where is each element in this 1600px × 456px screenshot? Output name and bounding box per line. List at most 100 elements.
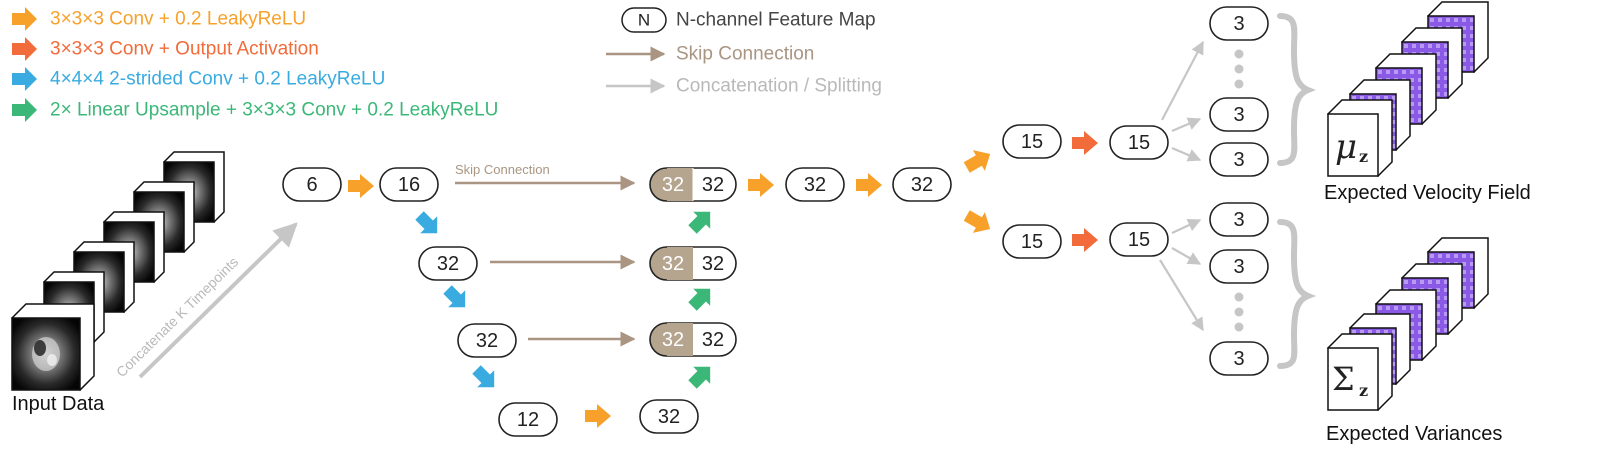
split-arrow — [1171, 219, 1202, 234]
legend-item-feature-map: N N-channel Feature Map — [621, 7, 876, 33]
orange-arrow-icon — [12, 7, 37, 31]
velocity-cube-stack: μ z — [1326, 1, 1489, 178]
legend-conv-output-label: 3×3×3 Conv + Output Activation — [50, 39, 319, 60]
legend-item-concat: Concatenation / Splitting — [606, 76, 882, 97]
node-channels: 15 — [1128, 229, 1150, 251]
feature-map-node: 32 — [785, 167, 845, 202]
legend-item-upsample: 2× Linear Upsample + 3×3×3 Conv + 0.2 Le… — [12, 98, 498, 122]
orange-arrow-icon — [748, 173, 774, 197]
feature-map-node: 15 — [1109, 125, 1169, 160]
node-channels: 12 — [517, 409, 539, 431]
node-channels: 32 — [804, 174, 826, 196]
skip-connection-label: Skip Connection — [455, 162, 550, 177]
split-arrow — [1171, 117, 1202, 133]
red-orange-arrow-icon — [1072, 228, 1098, 252]
orange-arrow-icon — [856, 173, 882, 197]
node-channels: 32 — [437, 253, 459, 275]
orange-arrow-icon — [348, 174, 374, 198]
curly-brace-icon — [1277, 13, 1317, 166]
variance-cube-stack: Σ z — [1326, 237, 1489, 412]
node-channels: 32 — [702, 174, 724, 196]
legend-skip-label: Skip Connection — [676, 44, 814, 65]
node-channels: 32 — [911, 174, 933, 196]
blue-arrow-icon — [415, 211, 438, 234]
green-arrow-icon — [12, 98, 37, 122]
node-channels: 6 — [306, 174, 317, 196]
input-data-label: Input Data — [12, 393, 105, 415]
legend-concat-label: Concatenation / Splitting — [676, 76, 882, 97]
feature-map-node: 32 — [457, 323, 517, 358]
orange-arrow-icon — [963, 210, 991, 233]
split-arrow — [1171, 247, 1202, 265]
split-arrow — [1171, 146, 1202, 162]
orange-arrow-icon — [585, 404, 611, 428]
feature-map-node: 32 — [892, 167, 952, 202]
node-channels-skip: 32 — [662, 329, 684, 351]
feature-map-legend-node — [621, 7, 667, 33]
legend-item-conv-output: 3×3×3 Conv + Output Activation — [12, 37, 319, 61]
feature-map-node: 12 — [498, 402, 558, 437]
green-arrow-icon — [688, 366, 711, 389]
sigma-subscript: z — [1359, 381, 1368, 400]
concat-node: 32 32 — [649, 322, 737, 357]
node-channels: 3 — [1233, 348, 1244, 370]
green-arrow-icon — [688, 211, 711, 234]
legend-item-strided: 4×4×4 2-strided Conv + 0.2 LeakyReLU — [12, 67, 385, 91]
feature-map-node: 16 — [379, 167, 439, 202]
feature-map-legend-symbol: N — [638, 11, 650, 30]
blue-arrow-icon — [472, 365, 495, 388]
sigma-cube: Σ z — [1326, 333, 1393, 412]
legend-conv-leaky-label: 3×3×3 Conv + 0.2 LeakyReLU — [50, 9, 306, 30]
concat-node: 32 32 — [649, 246, 737, 281]
node-channels: 15 — [1021, 131, 1043, 153]
sigma-symbol: Σ — [1332, 360, 1355, 398]
node-channels: 32 — [476, 330, 498, 352]
node-channels: 32 — [702, 253, 724, 275]
feature-map-node: 15 — [1002, 124, 1062, 159]
node-channels-skip: 32 — [662, 253, 684, 275]
blue-arrow-icon — [443, 285, 466, 308]
blue-arrow-icon — [12, 67, 37, 91]
node-channels: 32 — [658, 406, 680, 428]
legend-item-conv-leaky: 3×3×3 Conv + 0.2 LeakyReLU — [12, 7, 306, 31]
ellipsis-dots — [1234, 49, 1244, 89]
legend-strided-label: 4×4×4 2-strided Conv + 0.2 LeakyReLU — [50, 69, 385, 90]
legend-feature-map-label: N-channel Feature Map — [676, 10, 876, 31]
node-channels: 3 — [1233, 13, 1244, 35]
concat-node: 32 32 — [649, 167, 737, 202]
feature-map-node: 32 — [639, 399, 699, 434]
feature-map-node: 3 — [1209, 6, 1269, 41]
split-arrow — [1159, 259, 1204, 332]
node-channels: 15 — [1021, 231, 1043, 253]
node-channels: 3 — [1233, 209, 1244, 231]
velocity-field-label: Expected Velocity Field — [1324, 182, 1531, 204]
feature-map-node: 3 — [1209, 97, 1269, 132]
node-channels: 3 — [1233, 104, 1244, 126]
node-channels: 15 — [1128, 132, 1150, 154]
mu-subscript: z — [1359, 147, 1368, 166]
orange-arrow-icon — [963, 150, 991, 173]
feature-map-node: 32 — [418, 246, 478, 281]
curly-brace-icon — [1277, 219, 1317, 369]
legend: 3×3×3 Conv + 0.2 LeakyReLU 3×3×3 Conv + … — [12, 7, 882, 122]
node-channels: 3 — [1233, 149, 1244, 171]
node-channels: 16 — [398, 174, 420, 196]
mu-cube: μ z — [1326, 99, 1393, 178]
ellipsis-dots — [1234, 292, 1244, 332]
node-channels: 32 — [702, 329, 724, 351]
node-channels-skip: 32 — [662, 174, 684, 196]
feature-map-node: 3 — [1209, 249, 1269, 284]
legend-upsample-label: 2× Linear Upsample + 3×3×3 Conv + 0.2 Le… — [50, 100, 498, 121]
input-frame — [10, 303, 95, 392]
feature-map-node: 6 — [282, 167, 342, 202]
mu-symbol: μ — [1335, 127, 1357, 167]
red-orange-arrow-icon — [12, 37, 37, 61]
concatenate-arrow — [138, 222, 298, 379]
input-image-stack — [10, 151, 225, 392]
feature-map-node: 15 — [1002, 224, 1062, 259]
feature-map-node: 15 — [1109, 222, 1169, 257]
feature-map-node: 3 — [1209, 142, 1269, 177]
node-channels: 3 — [1233, 256, 1244, 278]
legend-item-skip: Skip Connection — [606, 44, 814, 65]
